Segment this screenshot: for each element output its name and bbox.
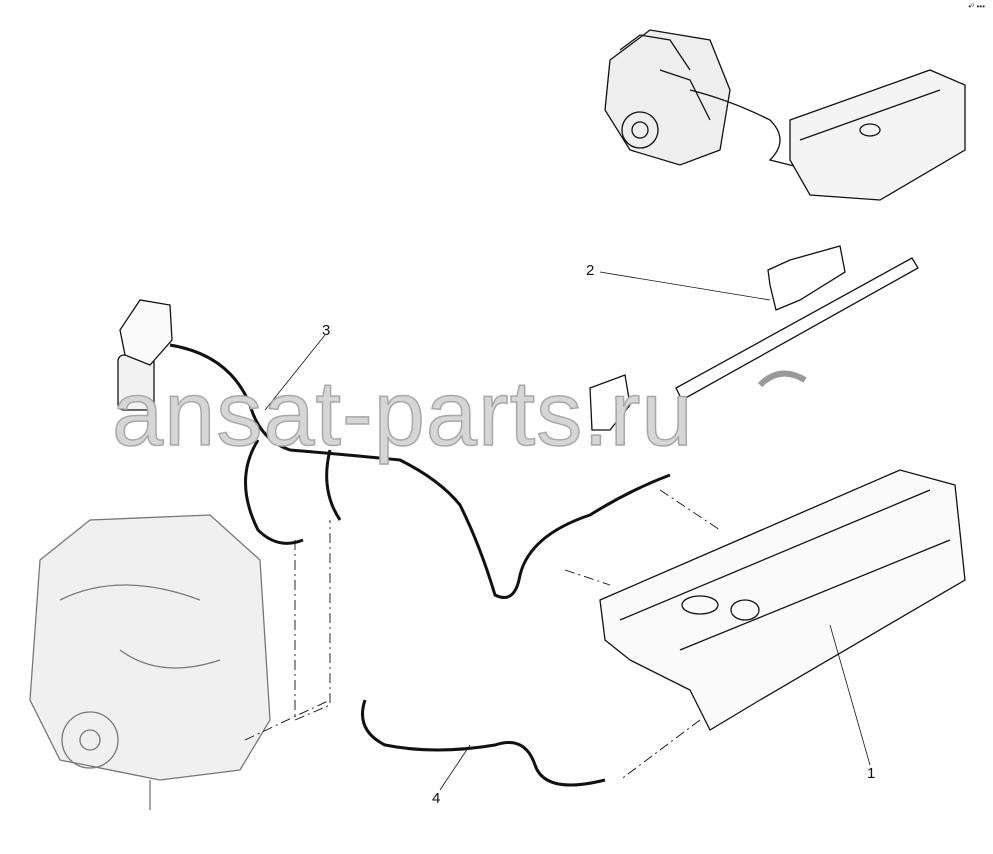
engine (29, 514, 271, 810)
callout-1: 1 (867, 765, 876, 782)
return-hose-part-4 (361, 699, 606, 787)
bracket-part-2 (589, 245, 919, 431)
callout-3: 3 (322, 322, 331, 339)
overview-inset (604, 29, 966, 201)
watermark: ansat-parts.ru (111, 363, 694, 465)
fuel-tank-part-1 (599, 469, 966, 731)
fuel-filter (117, 299, 173, 411)
corner-mark: •⁰ ••• (968, 2, 985, 11)
callout-4: 4 (432, 790, 441, 807)
callout-2: 2 (586, 262, 595, 279)
fuel-hose-part-3 (169, 343, 671, 599)
